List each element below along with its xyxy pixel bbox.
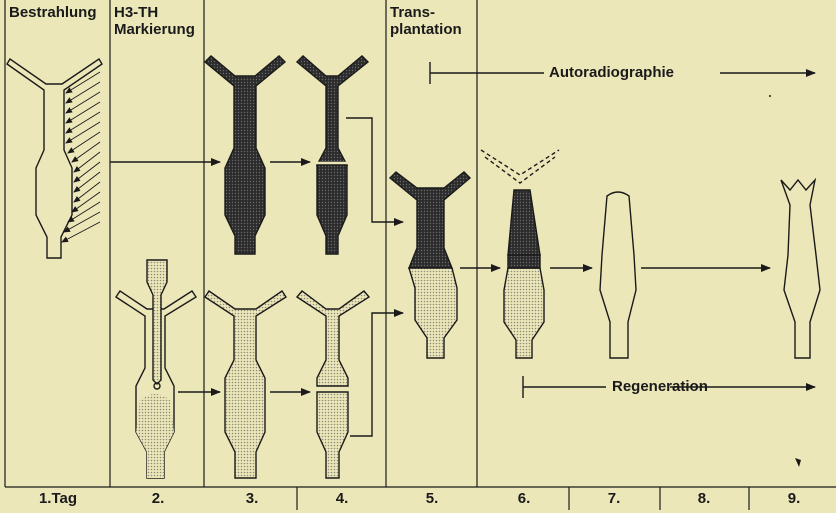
hydra-labelled — [116, 260, 196, 478]
flow-arrows — [110, 62, 815, 436]
hydra-day9 — [781, 180, 820, 358]
day-5: 5. — [402, 490, 462, 507]
hydra-transplant — [390, 172, 470, 358]
header-h3th: H3-TH — [114, 5, 158, 21]
speck-mark — [795, 458, 801, 467]
day-6: 6. — [494, 490, 554, 507]
day-9: 9. — [764, 490, 824, 507]
hydra-day3-dark — [205, 56, 285, 254]
label-regeneration: Regeneration — [612, 378, 708, 395]
day-4: 4. — [312, 490, 372, 507]
header-bestrahlung: Bestrahlung — [9, 5, 97, 21]
hydra-day4-dark — [297, 56, 368, 254]
day-3: 3. — [222, 490, 282, 507]
hydra-day4-light — [297, 291, 369, 478]
hydra-day3-light — [205, 291, 286, 478]
speck — [769, 95, 771, 97]
header-markierung: Markierung — [114, 22, 195, 38]
label-autoradiographie: Autoradiographie — [549, 64, 674, 81]
day-7: 7. — [584, 490, 644, 507]
hydra-day6 — [481, 150, 559, 358]
day-2: 2. — [128, 490, 188, 507]
day-8: 8. — [674, 490, 734, 507]
hydra-day7 — [600, 192, 636, 358]
day-1: 1.Tag — [28, 490, 88, 507]
header-trans: Trans- — [390, 5, 435, 21]
header-plantation: plantation — [390, 22, 462, 38]
